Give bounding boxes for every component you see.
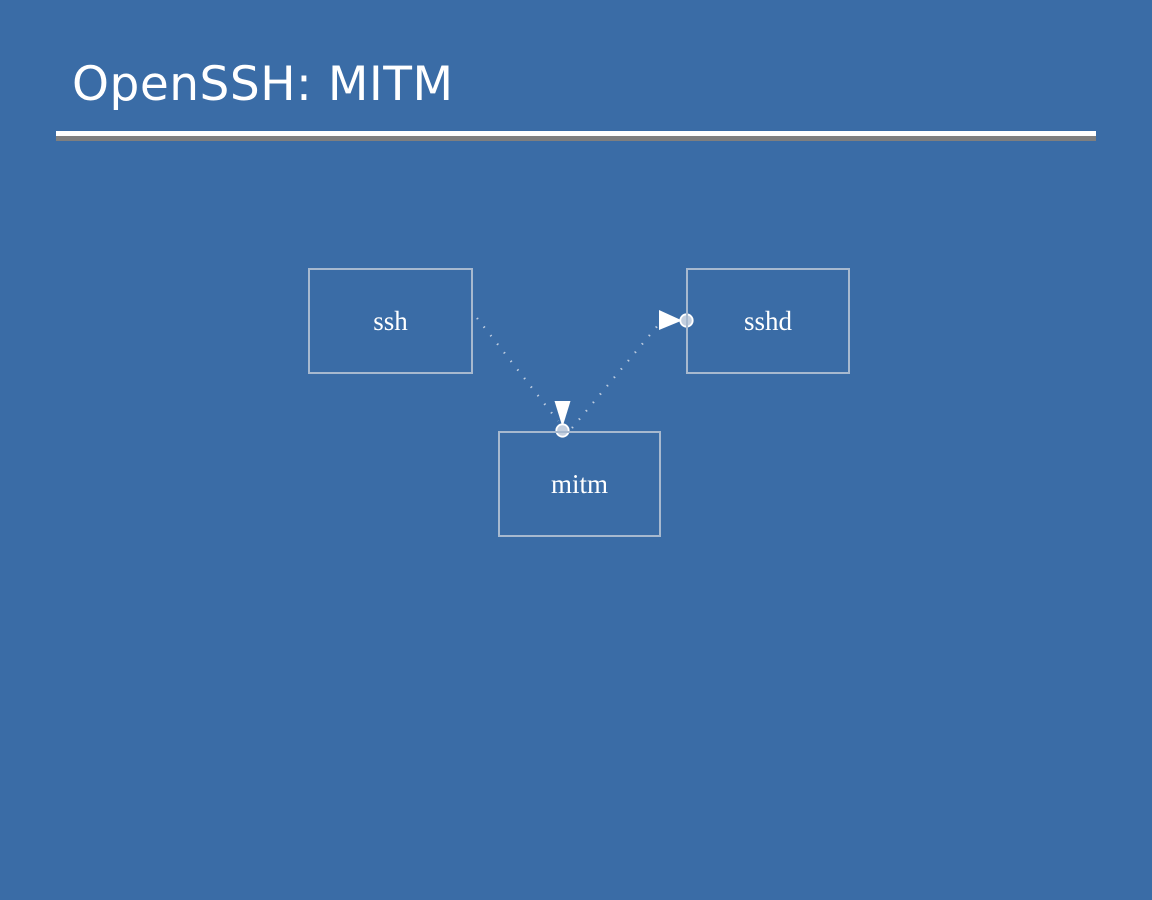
node-ssh[interactable]: ssh	[308, 268, 473, 374]
edge-mitm-to-sshd-line	[571, 317, 665, 429]
node-sshd-label: sshd	[743, 305, 792, 336]
title-divider	[56, 131, 1096, 136]
edge-endpoint-mitm	[555, 423, 570, 438]
arrowhead-down-icon	[554, 401, 571, 427]
node-mitm-label: mitm	[550, 468, 608, 499]
node-ssh-label: ssh	[373, 305, 408, 336]
node-mitm[interactable]: mitm	[498, 431, 661, 537]
node-sshd[interactable]: sshd	[686, 268, 850, 374]
edge-ssh-to-mitm-line	[476, 317, 559, 422]
title-divider-shadow	[56, 136, 1096, 141]
edge-mitm-to-sshd	[571, 310, 694, 429]
edge-ssh-to-mitm	[476, 317, 571, 438]
arrowhead-right-icon	[659, 310, 682, 330]
page-title: OpenSSH: MITM	[72, 57, 454, 112]
